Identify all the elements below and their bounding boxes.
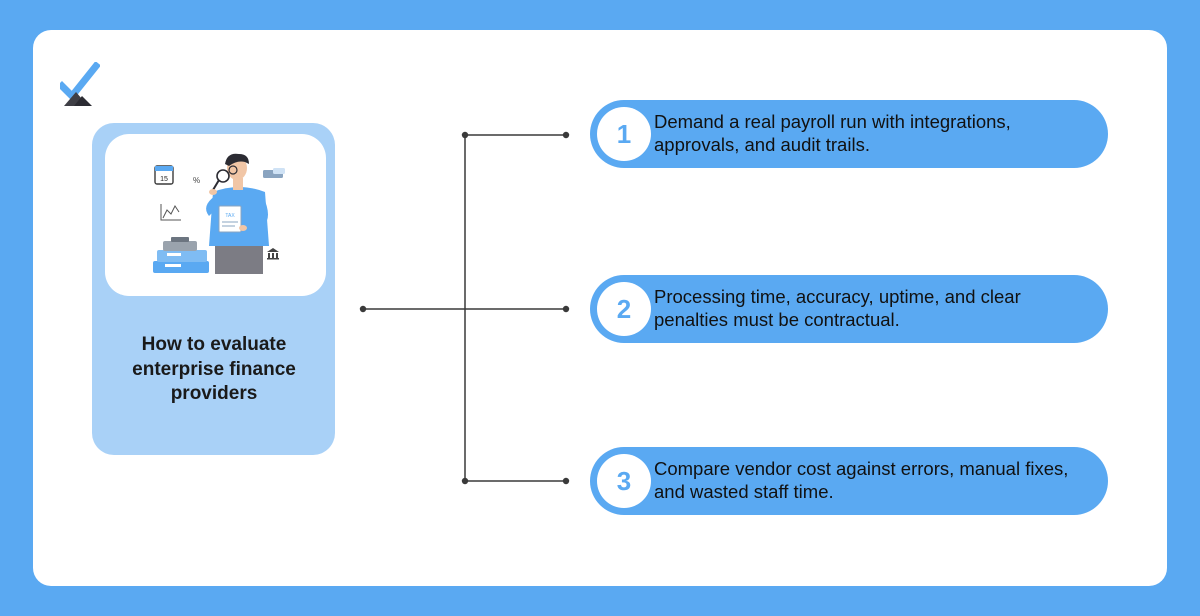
percent-icon: % <box>193 176 200 185</box>
calendar-icon: 15 <box>154 165 174 185</box>
bank-icon <box>267 248 279 260</box>
step-text: Demand a real payroll run with integrati… <box>654 111 1011 155</box>
calendar-day: 15 <box>160 176 168 183</box>
documents-stack-icon <box>153 237 209 273</box>
tax-label: TAX <box>225 213 235 219</box>
step-card-3: 3 Compare vendor cost against errors, ma… <box>590 447 1108 515</box>
brand-logo <box>60 62 100 106</box>
step-number: 3 <box>597 454 651 508</box>
finance-illustration: 15 % <box>105 134 326 296</box>
person-figure: TAX <box>206 153 269 274</box>
ticket-icon <box>263 168 285 178</box>
step-text: Compare vendor cost against errors, manu… <box>654 458 1069 502</box>
panel-title: How to evaluate enterprise finance provi… <box>132 334 296 404</box>
step-number: 1 <box>597 107 651 161</box>
chart-icon <box>160 204 181 221</box>
step-card-2: 2 Processing time, accuracy, uptime, and… <box>590 275 1108 343</box>
step-text: Processing time, accuracy, uptime, and c… <box>654 286 1021 330</box>
step-number: 2 <box>597 282 651 336</box>
step-card-1: 1 Demand a real payroll run with integra… <box>590 100 1108 168</box>
